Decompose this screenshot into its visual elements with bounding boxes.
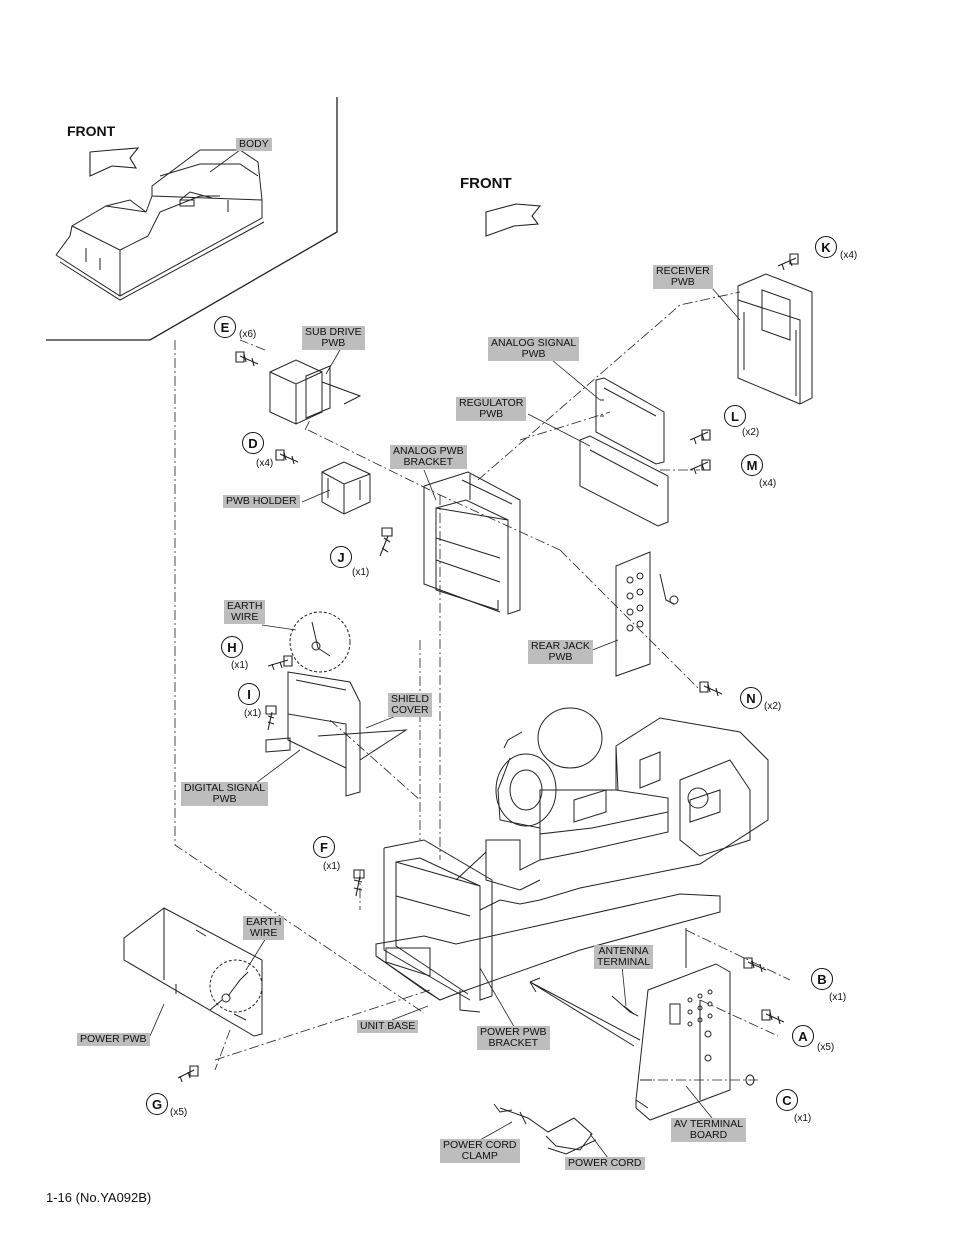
front-label-inset: FRONT bbox=[67, 123, 116, 139]
front-arrow-main bbox=[486, 204, 540, 236]
callout-i: I bbox=[238, 683, 260, 705]
qty-m: (x4) bbox=[759, 478, 777, 489]
unit-base-drawing bbox=[376, 894, 720, 1012]
label-earth-wire-top: EARTH WIRE bbox=[224, 600, 266, 624]
earth-wire-top-drawing bbox=[290, 612, 350, 672]
callout-l: L bbox=[724, 405, 746, 427]
power-pwb-bracket-drawing bbox=[384, 840, 492, 1000]
callout-d: D bbox=[242, 432, 264, 454]
speaker-drawing bbox=[496, 708, 602, 828]
inset-body-drawing bbox=[56, 150, 264, 300]
chassis-drawing bbox=[456, 718, 768, 910]
power-pwb-drawing bbox=[124, 908, 262, 1036]
callout-h: H bbox=[221, 636, 243, 658]
screw-glyphs bbox=[178, 254, 798, 1085]
label-analog-pwb-bracket: ANALOG PWB BRACKET bbox=[390, 445, 467, 469]
label-shield-cover: SHIELD COVER bbox=[388, 693, 432, 717]
qty-j: (x1) bbox=[352, 567, 370, 578]
label-av-terminal-board: AV TERMINAL BOARD bbox=[671, 1118, 747, 1142]
qty-g: (x5) bbox=[170, 1107, 188, 1118]
antenna-terminal-drawing bbox=[612, 996, 638, 1016]
qty-k: (x4) bbox=[840, 250, 858, 261]
qty-d: (x4) bbox=[256, 458, 274, 469]
qty-f: (x1) bbox=[323, 861, 341, 872]
label-power-cord: POWER CORD bbox=[565, 1157, 645, 1170]
av-terminal-board-drawing bbox=[636, 928, 730, 1120]
front-label-main: FRONT bbox=[460, 175, 512, 192]
callout-g: G bbox=[146, 1093, 168, 1115]
label-regulator-pwb: REGULATOR PWB bbox=[456, 397, 527, 421]
sub-drive-pwb-drawing bbox=[270, 360, 360, 424]
qty-a: (x5) bbox=[817, 1042, 835, 1053]
callout-b: B bbox=[811, 968, 833, 990]
digital-signal-pwb-drawing bbox=[266, 672, 406, 796]
earth-wire-bottom-drawing bbox=[210, 960, 262, 1012]
qty-c: (x1) bbox=[794, 1113, 812, 1124]
label-earth-wire-bottom: EARTH WIRE bbox=[243, 916, 285, 940]
qty-i: (x1) bbox=[244, 708, 262, 719]
label-pwb-holder: PWB HOLDER bbox=[223, 495, 300, 508]
label-unit-base: UNIT BASE bbox=[357, 1020, 419, 1033]
label-antenna-terminal: ANTENNA TERMINAL bbox=[594, 945, 654, 969]
callout-j: J bbox=[330, 546, 352, 568]
inset-frame bbox=[46, 97, 337, 340]
label-receiver-pwb: RECEIVER PWB bbox=[653, 265, 713, 289]
label-analog-signal-pwb: ANALOG SIGNAL PWB bbox=[488, 337, 580, 361]
receiver-pwb-drawing bbox=[738, 274, 812, 404]
callout-f: F bbox=[313, 836, 335, 858]
regulator-pwb-drawing bbox=[580, 436, 668, 526]
callout-a: A bbox=[792, 1025, 814, 1047]
qty-h: (x1) bbox=[231, 660, 249, 671]
callout-n: N bbox=[740, 687, 762, 709]
pwb-holder-drawing bbox=[322, 462, 370, 514]
qty-l: (x2) bbox=[742, 427, 760, 438]
callout-k: K bbox=[815, 236, 837, 258]
page-footer: 1-16 (No.YA092B) bbox=[46, 1190, 152, 1205]
label-rear-jack-pwb: REAR JACK PWB bbox=[528, 640, 593, 664]
earth-wire-top-part bbox=[312, 622, 330, 656]
qty-b: (x1) bbox=[829, 992, 847, 1003]
qty-n: (x2) bbox=[764, 701, 782, 712]
callout-m: M bbox=[741, 454, 763, 476]
label-power-cord-clamp: POWER CORD CLAMP bbox=[440, 1139, 520, 1163]
label-power-pwb-bracket: POWER PWB BRACKET bbox=[477, 1026, 550, 1050]
earth-wire-bottom-part bbox=[222, 972, 248, 1002]
label-body: BODY bbox=[236, 138, 272, 151]
callout-e: E bbox=[214, 316, 236, 338]
analog-signal-pwb-drawing bbox=[596, 378, 664, 464]
rear-jack-pwb-drawing bbox=[616, 552, 678, 676]
insertion-arrow bbox=[530, 978, 640, 1046]
label-sub-drive-pwb: SUB DRIVE PWB bbox=[302, 326, 365, 350]
analog-pwb-bracket-drawing bbox=[424, 472, 520, 614]
front-arrow-inset bbox=[90, 148, 138, 176]
label-digital-signal-pwb: DIGITAL SIGNAL PWB bbox=[181, 782, 269, 806]
qty-e: (x6) bbox=[239, 329, 257, 340]
callout-c: C bbox=[776, 1089, 798, 1111]
label-power-pwb: POWER PWB bbox=[77, 1033, 150, 1046]
power-cord-drawing bbox=[494, 1104, 596, 1154]
